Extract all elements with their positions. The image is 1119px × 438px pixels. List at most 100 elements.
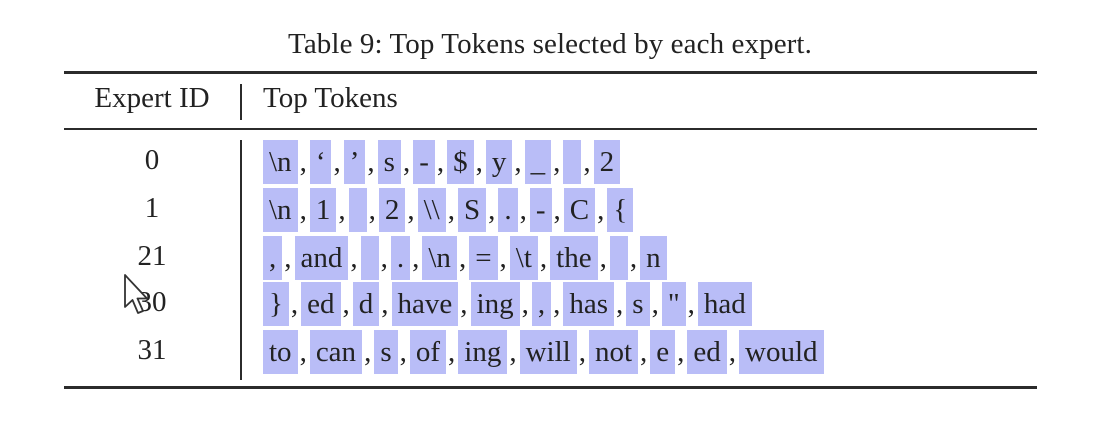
token-separator: , [367,146,375,178]
token-chip [609,236,628,280]
table-row: 30 },ed,d,have,ing,,,has,s,",had [64,282,1037,330]
expert-id-cell: 1 [144,192,160,224]
token-chip: - [413,140,435,184]
table-row: 31 to,can,s,of,ing,will,not,e,ed,would [64,330,1037,378]
token-separator: , [436,146,445,178]
token-separator: , [677,336,685,368]
token-chip: \n [263,140,298,184]
table-bottom-rule [64,386,1037,389]
token-chip: d [352,282,380,326]
token-chip: S [457,188,487,232]
token-chip: ing [458,330,508,374]
token-separator: , [475,146,483,178]
token-separator: , [381,288,389,320]
token-separator: , [458,242,467,274]
token-chip: { [607,188,634,232]
token-chip: . [390,236,411,280]
token-chip: has [563,282,615,326]
token-separator: , [299,146,307,178]
token-chip: not [588,330,639,374]
token-chip: } [263,282,289,326]
token-separator: , [499,242,507,274]
token-separator: , [553,288,561,320]
token-chip [360,236,379,280]
token-chip: = [469,236,498,280]
token-chip: _ [524,140,552,184]
token-chip: . [498,188,518,232]
expert-id-cell: 30 [137,286,167,318]
header-top-tokens: Top Tokens [263,82,398,114]
token-separator: , [539,242,548,274]
token-separator: , [299,336,307,368]
table-row: 0\n,‘,’,s,-,$,y,_, ,2 [64,140,1037,188]
token-separator: , [399,336,407,368]
token-chip: s [626,282,650,326]
token-separator: , [338,194,346,226]
token-separator: , [553,146,561,178]
token-separator: , [651,288,659,320]
token-chip: and [294,236,349,280]
token-chip: , [531,282,552,326]
token-list: \n,‘,’,s,-,$,y,_, ,2 [263,140,621,184]
token-chip: e [650,330,676,374]
token-chip: , [263,236,283,280]
token-separator: , [364,336,372,368]
token-chip [563,140,582,184]
token-list: },ed,d,have,ing,,,has,s,",had [263,282,752,326]
token-chip: would [739,330,824,374]
token-chip: the [550,236,598,280]
body-column-separator [240,140,242,380]
token-separator: , [640,336,648,368]
token-chip: - [529,188,552,232]
token-chip: \n [422,236,457,280]
token-separator: , [599,242,607,274]
token-chip: 1 [309,188,337,232]
token-separator: , [284,242,292,274]
token-separator: , [728,336,737,368]
token-separator: , [350,242,358,274]
token-chip: s [377,140,401,184]
token-separator: , [299,194,307,226]
expert-id-cell: 31 [137,334,167,366]
token-list: \n,1, ,2,\\,S,.,-,C,{ [263,188,634,232]
token-chip: have [391,282,459,326]
token-chip: will [519,330,577,374]
token-chip: ’ [343,140,366,184]
token-separator: , [407,194,415,226]
token-separator: , [519,194,527,226]
token-separator: , [553,194,561,226]
token-separator: , [578,336,586,368]
token-separator: , [514,146,522,178]
token-chip: \n [263,188,298,232]
token-separator: , [488,194,496,226]
token-chip: C [563,188,596,232]
token-separator: , [448,336,456,368]
header-expert-id: Expert ID [94,82,210,114]
table-row: 21,,and, ,.,\n,=,\t,the, ,n [64,236,1037,284]
token-chip: ing [470,282,520,326]
mouse-pointer-icon [124,274,148,314]
token-chip: " [661,282,686,326]
token-separator: , [333,146,341,178]
token-list: to,can,s,of,ing,will,not,e,ed,would [263,330,824,374]
token-chip: n [640,236,667,280]
token-chip: \t [509,236,538,280]
token-separator: , [521,288,529,320]
token-chip: ‘ [309,140,332,184]
token-chip: y [485,140,513,184]
token-separator: , [290,288,299,320]
token-chip: ed [687,330,727,374]
table-row: 1\n,1, ,2,\\,S,.,-,C,{ [64,188,1037,236]
token-separator: , [402,146,411,178]
token-chip: 2 [593,140,621,184]
token-separator: , [447,194,455,226]
token-chip: s [374,330,398,374]
token-separator: , [629,242,638,274]
token-separator: , [368,194,376,226]
token-separator: , [616,288,624,320]
token-separator: , [460,288,468,320]
token-chip: of [409,330,447,374]
token-chip [348,188,367,232]
token-separator: , [380,242,388,274]
